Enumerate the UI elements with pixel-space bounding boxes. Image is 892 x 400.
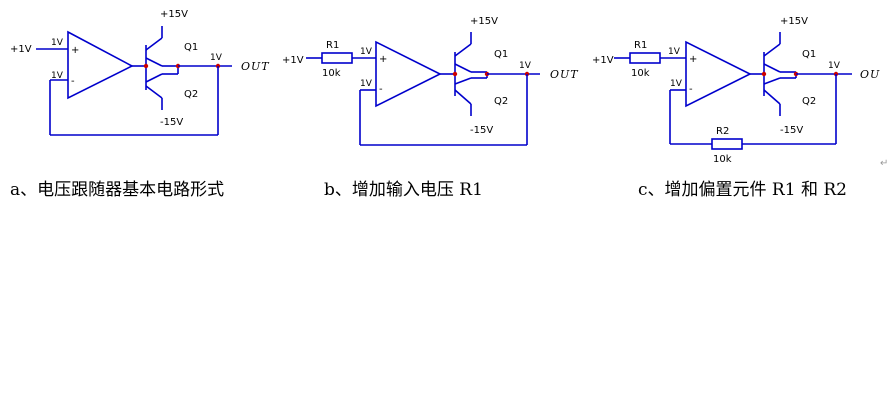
circuit-a: +1V 1V + - 1V Q1 +15V Q2 -15V 1V OUT	[10, 9, 270, 136]
caption-a: a、电压跟随器基本电路形式	[10, 180, 224, 200]
resistor-r1	[629, 52, 661, 64]
caption-c: c、增加偏置元件 R1 和 R2	[638, 180, 847, 200]
opamp-plus-sign: +	[689, 54, 697, 65]
circuit-b: +1V R1 10k 1V + - 1V Q1 +15V Q2 -15V 1V …	[282, 16, 579, 146]
transistor-q1-label: Q1	[802, 49, 816, 60]
output-label: OUT	[550, 68, 579, 81]
supply-negative-label: -15V	[780, 125, 803, 136]
resistor-r1-value: 10k	[631, 68, 650, 79]
resistor-r1	[321, 52, 353, 64]
caption-b: b、增加输入电压 R1	[324, 180, 483, 200]
node-voltage-label: 1V	[828, 61, 841, 71]
paragraph-mark: ↵	[880, 158, 888, 169]
resistor-r2	[711, 138, 743, 150]
resistor-r1-label: R1	[634, 40, 647, 51]
supply-positive-label: +15V	[780, 16, 808, 27]
node-voltage-label: 1V	[210, 53, 223, 63]
input-voltage-label: +1V	[282, 55, 304, 66]
op-amp-symbol	[67, 30, 134, 100]
supply-negative-label: -15V	[160, 117, 183, 128]
node-voltage-label: 1V	[519, 61, 532, 71]
circuit-c: +1V R1 10k 1V + - 1V Q1 +15V Q2 -15V 1V …	[592, 16, 880, 165]
opamp-plus-sign: +	[71, 45, 79, 56]
opamp-minus-sign: -	[689, 84, 693, 95]
transistor-q2-label: Q2	[184, 89, 198, 100]
node-voltage-label: 1V	[360, 79, 373, 89]
transistor-q2-label: Q2	[494, 96, 508, 107]
output-label: OUT	[241, 60, 270, 73]
input-voltage-label: +1V	[592, 55, 614, 66]
input-voltage-label: +1V	[10, 44, 32, 55]
opamp-minus-sign: -	[71, 76, 75, 87]
node-voltage-label: 1V	[51, 38, 64, 48]
opamp-plus-sign: +	[379, 54, 387, 65]
node-voltage-label: 1V	[51, 71, 64, 81]
op-amp-symbol	[375, 40, 442, 108]
supply-negative-label: -15V	[470, 125, 493, 136]
opamp-minus-sign: -	[379, 84, 383, 95]
resistor-r2-value: 10k	[713, 154, 732, 165]
supply-positive-label: +15V	[160, 9, 188, 20]
transistor-q1-label: Q1	[184, 42, 198, 53]
resistor-r1-value: 10k	[322, 68, 341, 79]
transistor-q1-label: Q1	[494, 49, 508, 60]
transistor-q2-label: Q2	[802, 96, 816, 107]
node-voltage-label: 1V	[670, 79, 683, 89]
resistor-r1-label: R1	[326, 40, 339, 51]
node-voltage-label: 1V	[668, 47, 681, 57]
op-amp-symbol	[685, 40, 752, 108]
resistor-r2-label: R2	[716, 126, 729, 137]
output-label: OU	[860, 68, 880, 81]
supply-positive-label: +15V	[470, 16, 498, 27]
node-voltage-label: 1V	[360, 47, 373, 57]
